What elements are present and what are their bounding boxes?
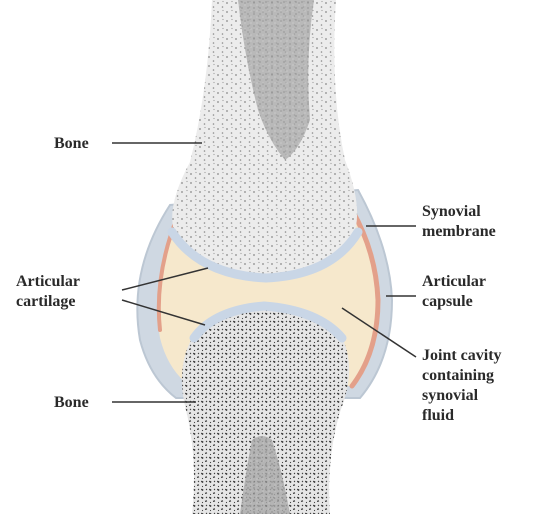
label-joint-cavity: Joint cavity containing synovial fluid: [422, 347, 506, 424]
label-bone-top: Bone: [54, 135, 89, 152]
label-articular-cartilage: Articular cartilage: [16, 273, 84, 310]
label-bone-bottom: Bone: [54, 394, 89, 411]
label-articular-capsule: Articular capsule: [422, 273, 490, 310]
label-synovial-membrane: Synovial membrane: [422, 203, 496, 240]
